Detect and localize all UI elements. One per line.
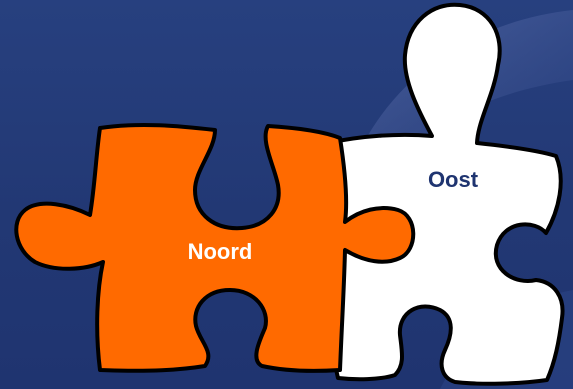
piece-label-noord: Noord: [188, 239, 253, 264]
piece-label-oost: Oost: [428, 167, 479, 192]
puzzle-piece-noord[interactable]: [14, 122, 416, 373]
